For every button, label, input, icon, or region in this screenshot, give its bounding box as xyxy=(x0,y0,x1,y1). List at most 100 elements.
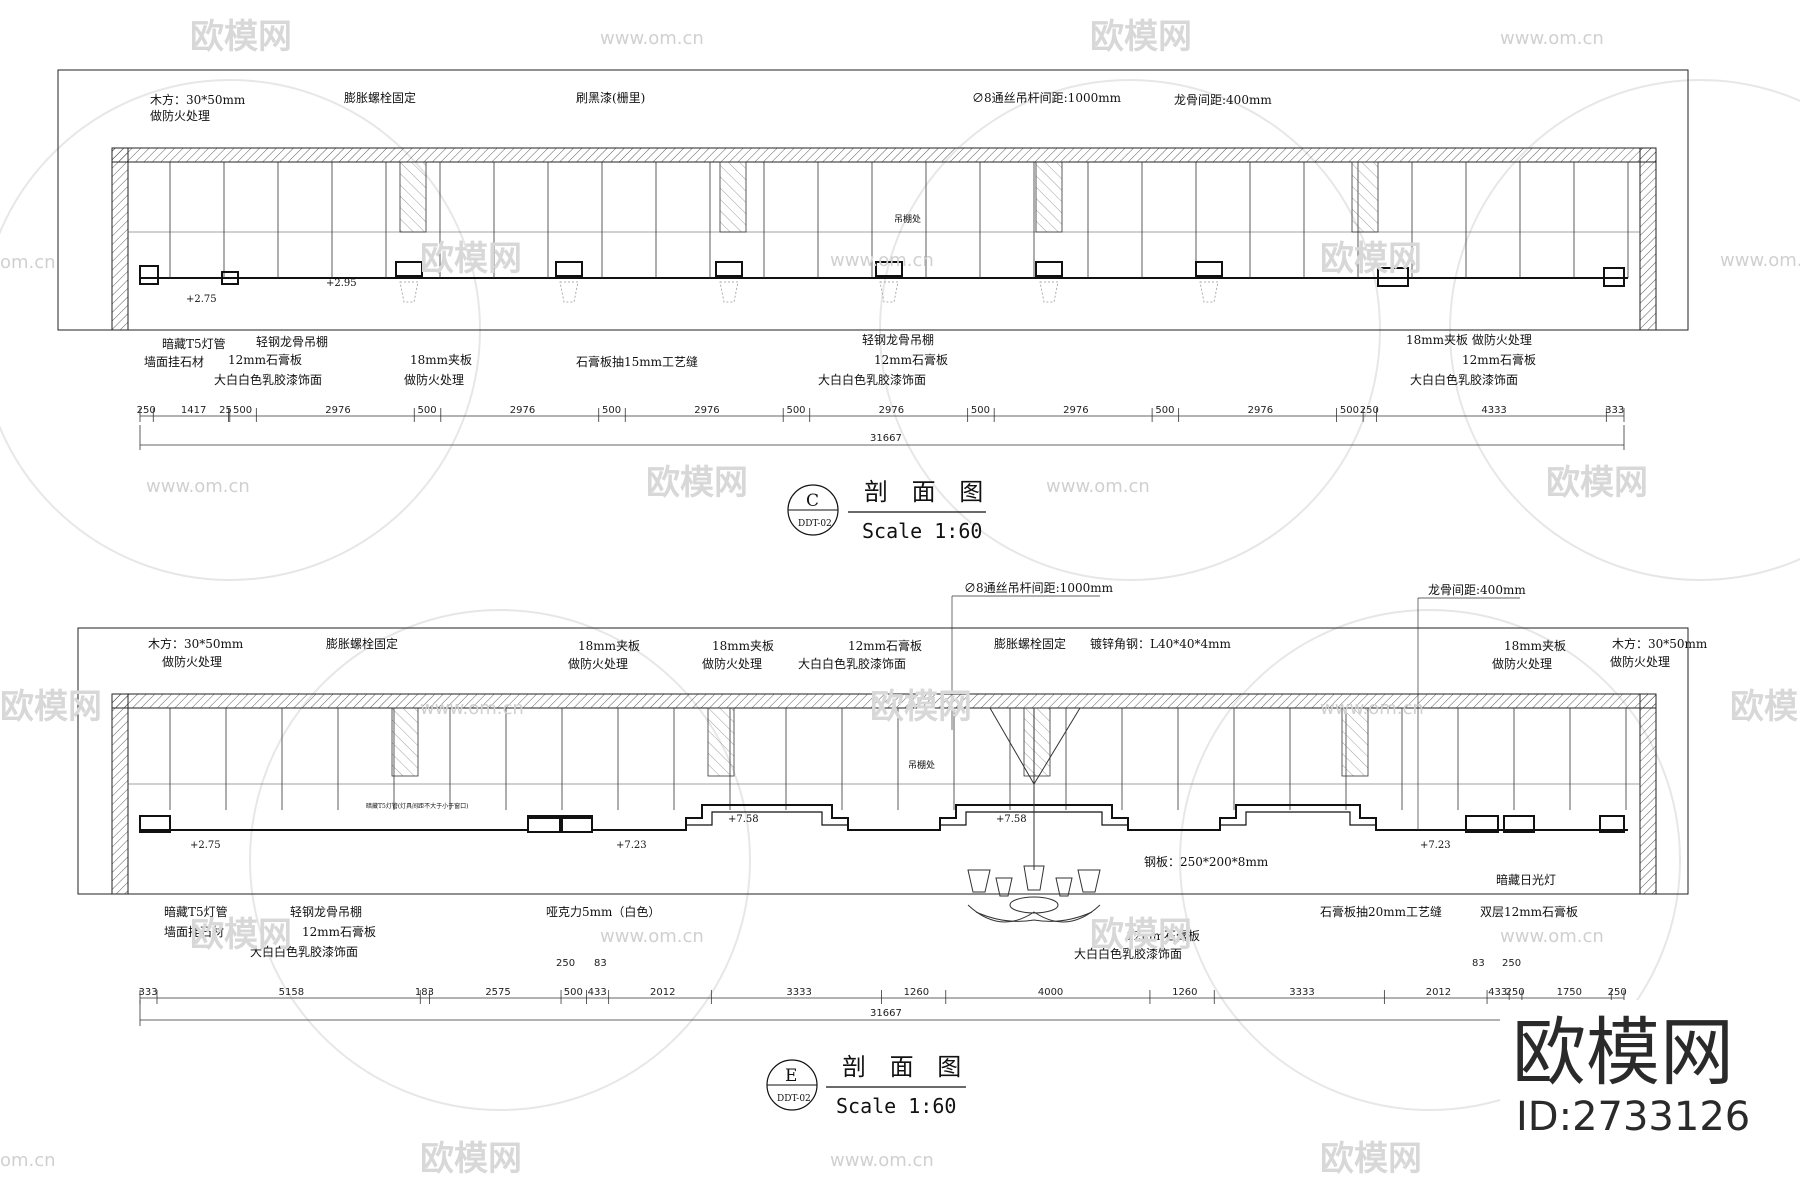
wm-brand-3: 欧模网 xyxy=(420,239,522,279)
c-bot-label-3: 18mm夹板 xyxy=(410,353,472,367)
wm-brand-4: 欧模网 xyxy=(1320,239,1422,279)
c-top-label-1b: 做防火处理 xyxy=(150,108,210,123)
c-downlight-icon-5 xyxy=(1199,281,1219,303)
c-downlight-icon-2 xyxy=(719,281,739,303)
watermark-texts: 欧模网 www.om.cn 欧模网 www.om.cn om.cn 欧模网 ww… xyxy=(0,17,1800,1179)
e-bot-label-5: 12mm石膏板 xyxy=(1126,928,1200,943)
c-downlight-icon-3 xyxy=(879,281,899,303)
e-top-label-5b: 做防火处理 xyxy=(568,656,628,671)
e-top-label-11: 木方：30*50mm xyxy=(1612,636,1708,651)
c-dim-2: 25 xyxy=(219,405,232,416)
e-dim-14: 250 xyxy=(1506,987,1525,998)
e-top-label-2: 龙骨间距:400mm xyxy=(1428,583,1526,597)
wm-brand-10: 欧模网 xyxy=(190,915,292,955)
c-bot-label-4: 石膏板抽15mm工艺缝 xyxy=(576,354,698,369)
e-section-tag: E xyxy=(785,1066,797,1086)
wm-brand-7: 欧模网 xyxy=(0,687,102,727)
e-level-4: +7.58 xyxy=(996,814,1027,825)
e-beam-3 xyxy=(1341,707,1369,777)
e-dim-5: 433 xyxy=(588,987,607,998)
e-top-label-4: 膨胀螺栓固定 xyxy=(326,636,398,651)
e-top-label-7: 12mm石膏板 xyxy=(848,638,922,653)
e-bot-label-4: 钢板：250*200*8mm xyxy=(1144,855,1269,869)
c-light-box-3 xyxy=(875,261,903,277)
wm-url-2: www.om.cn xyxy=(1500,28,1604,49)
c-top-label-4: ∅8通丝吊杆间距:1000mm xyxy=(972,91,1122,105)
wm-url-7: www.om.cn xyxy=(1046,476,1150,497)
c-bot-label-2b: 12mm石膏板 xyxy=(228,352,302,367)
c-dim-18: 333 xyxy=(1605,405,1624,416)
c-section-tag: C xyxy=(806,491,819,511)
c-dim-15: 500 xyxy=(1340,405,1359,416)
c-bot-label-2c: 大白白色乳胶漆饰面 xyxy=(214,372,322,387)
c-bot-label-5b: 12mm石膏板 xyxy=(874,352,948,367)
corner-brand-name: 欧模网 xyxy=(1512,1010,1734,1096)
c-bot-label-3b: 做防火处理 xyxy=(404,372,464,387)
e-dim-top-2: 83 xyxy=(594,958,607,969)
wm-brand-5: 欧模网 xyxy=(646,463,748,503)
e-dim-12: 2012 xyxy=(1426,987,1451,998)
e-bot-label-1: 暗藏T5灯管 xyxy=(164,904,228,919)
e-section-scale: Scale 1:60 xyxy=(836,1094,956,1118)
e-dim-top-3: 83 xyxy=(1472,958,1485,969)
c-bot-label-6: 18mm夹板 做防火处理 xyxy=(1406,332,1532,347)
c-top-label-3: 刷黑漆(栅里) xyxy=(576,90,645,105)
wm-url-4: www.om.cn xyxy=(830,250,934,271)
c-dim-17: 4333 xyxy=(1481,405,1506,416)
e-bot-label-2b: 12mm石膏板 xyxy=(302,924,376,939)
c-dim-1: 1417 xyxy=(181,405,206,416)
e-bot-label-5b: 大白白色乳胶漆饰面 xyxy=(1074,946,1182,961)
e-dim-top-4: 250 xyxy=(1502,958,1521,969)
e-dim-13: 433 xyxy=(1488,987,1507,998)
e-dim-top-1: 250 xyxy=(556,958,575,969)
c-light-box-2 xyxy=(715,261,743,277)
e-tiny-label: 暗藏T5灯管(灯具间距不大于小于窗口) xyxy=(366,802,469,810)
section-c-drawing: 吊棚处 +2.75 +2.95 木方：30*50mm 做防火处理 膨胀螺栓固定 … xyxy=(57,69,1689,543)
e-top-label-7b: 大白白色乳胶漆饰面 xyxy=(798,656,906,671)
e-top-label-6: 18mm夹板 xyxy=(712,639,774,653)
e-ceiling-profile xyxy=(140,804,1628,831)
c-level-1: +2.75 xyxy=(186,294,217,305)
c-mid-label: 吊棚处 xyxy=(894,213,921,225)
c-section-title: 剖 面 图 xyxy=(864,478,991,506)
e-beam-0 xyxy=(391,707,419,777)
c-bot-label-5: 轻钢龙骨吊棚 xyxy=(862,332,934,347)
c-top-label-5: 龙骨间距:400mm xyxy=(1174,93,1272,107)
e-top-label-8: 膨胀螺栓固定 xyxy=(994,636,1066,651)
wm-url-10: www.om.cn xyxy=(600,926,704,947)
wm-url-9: www.om.cn xyxy=(1320,698,1424,719)
wm-url-1: www.om.cn xyxy=(600,28,704,49)
c-beam-1 xyxy=(719,161,747,233)
c-bot-label-1: 暗藏T5灯管 xyxy=(162,336,226,351)
c-level-2: +2.95 xyxy=(326,278,357,289)
wm-brand-11: 欧模网 xyxy=(1090,915,1192,955)
c-bot-label-2: 轻钢龙骨吊棚 xyxy=(256,334,328,349)
wm-url-11: www.om.cn xyxy=(1500,926,1604,947)
e-bot-label-2c: 大白白色乳胶漆饰面 xyxy=(250,944,358,959)
c-dim-7: 500 xyxy=(602,405,621,416)
e-top-label-3: 木方：30*50mm xyxy=(148,636,244,651)
e-top-label-10: 18mm夹板 xyxy=(1504,639,1566,653)
wm-brand-1: 欧模网 xyxy=(190,17,292,57)
c-dim-0: 250 xyxy=(137,405,156,416)
c-bot-label-6b: 12mm石膏板 xyxy=(1462,352,1536,367)
e-dim-6: 2012 xyxy=(650,987,675,998)
c-light-box-4 xyxy=(1035,261,1063,277)
c-downlight-icon-0 xyxy=(399,281,419,303)
c-bot-label-5c: 大白白色乳胶漆饰面 xyxy=(818,372,926,387)
wm-url-8: www.om.cn xyxy=(420,698,524,719)
e-mid-label: 吊棚处 xyxy=(908,759,935,771)
e-dim-4: 500 xyxy=(564,987,583,998)
c-top-label-1: 木方：30*50mm xyxy=(150,92,246,107)
wm-url-3: om.cn xyxy=(0,252,56,273)
e-dim-0: 333 xyxy=(138,987,157,998)
wm-url-5: www.om.cn xyxy=(1720,250,1800,271)
e-top-label-10b: 做防火处理 xyxy=(1492,656,1552,671)
e-top-label-6b: 做防火处理 xyxy=(702,656,762,671)
c-dim-13: 500 xyxy=(1155,405,1174,416)
wm-brand-8: 欧模网 xyxy=(870,687,972,727)
wm-url-6: www.om.cn xyxy=(146,476,250,497)
chandelier-icon xyxy=(967,707,1101,923)
c-downlight-icon-1 xyxy=(559,281,579,303)
